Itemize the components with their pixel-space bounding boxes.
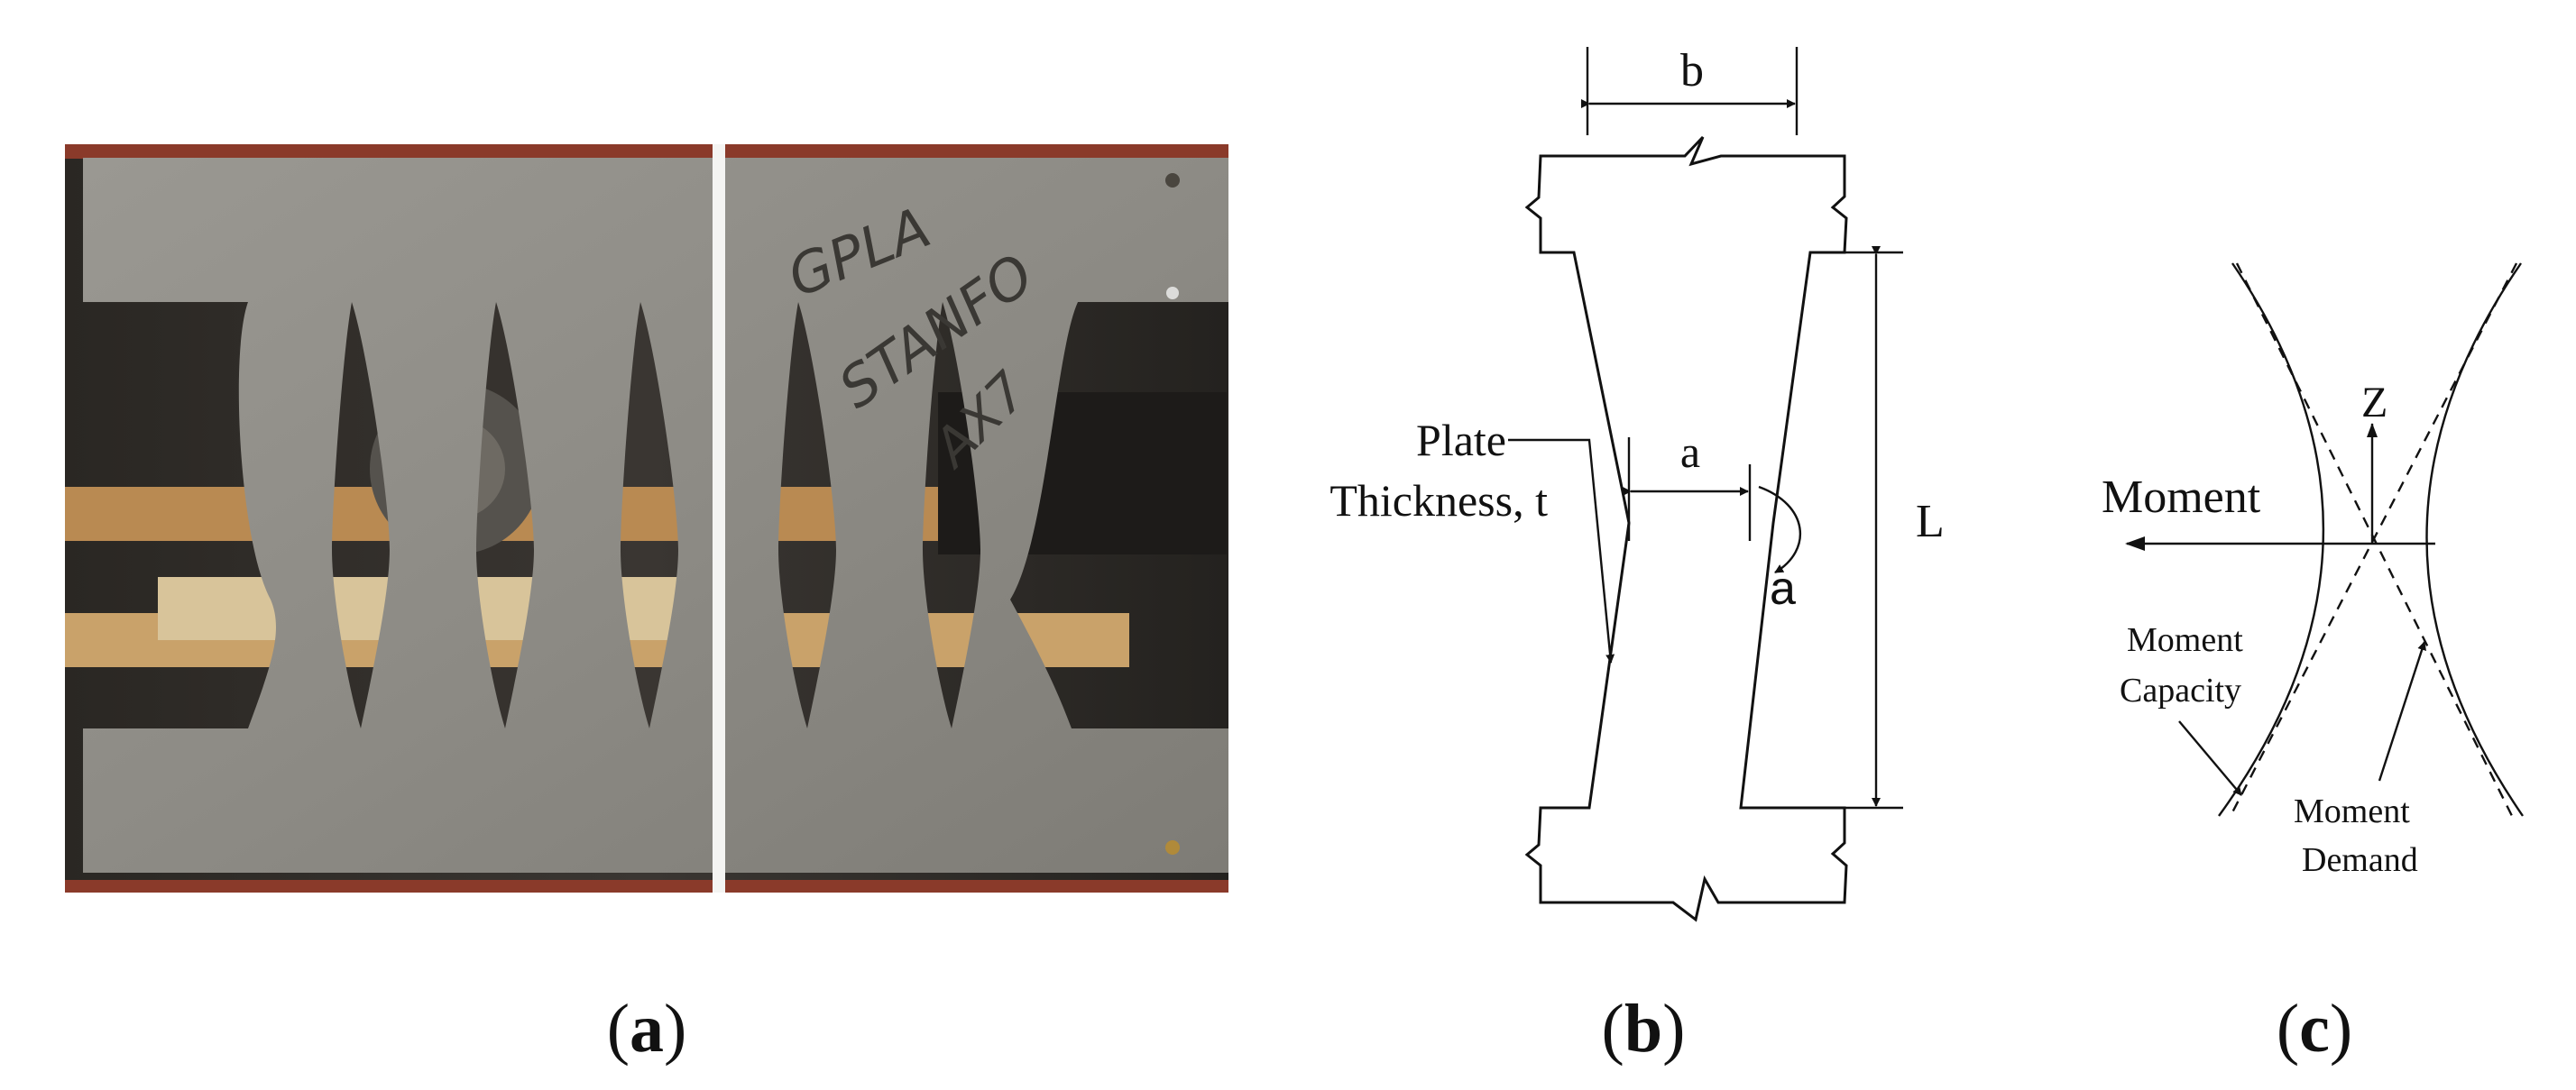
- label-demand-line-2: Demand: [2302, 841, 2418, 879]
- capacity-leader: [2178, 720, 2242, 796]
- thickness-leader: [1508, 438, 1615, 664]
- label-capacity-line-1: Moment: [2127, 621, 2243, 659]
- panel-c-moment-diagram: Z Moment Moment Capacity Moment Demand: [2102, 262, 2524, 879]
- label-moment: Moment: [2102, 472, 2261, 523]
- panel-b-schematic: b a a L Plate Thickness, t: [1329, 45, 1945, 922]
- caption-b: (b): [1602, 991, 1686, 1067]
- label-a-angle: a: [1770, 563, 1796, 615]
- label-a-width: a: [1680, 426, 1700, 477]
- bolt-top-right: [1165, 173, 1180, 188]
- label-thickness: Thickness, t: [1329, 475, 1548, 526]
- angle-arc: [1758, 485, 1802, 574]
- label-b: b: [1680, 45, 1704, 96]
- label-plate: Plate: [1416, 415, 1506, 465]
- panel-a-photo: GPLA STANFO AX7: [65, 144, 1228, 893]
- label-z: Z: [2361, 379, 2387, 426]
- caption-a: (a): [607, 991, 687, 1067]
- label-demand-line-1: Moment: [2294, 792, 2410, 830]
- capacity-curve-left: [2218, 262, 2325, 817]
- label-L: L: [1916, 496, 1945, 547]
- demand-line-2: [2229, 262, 2518, 817]
- plate-seam: [713, 144, 725, 893]
- caption-c: (c): [2277, 991, 2352, 1067]
- steel-plate: [83, 158, 1228, 873]
- label-capacity-line-2: Capacity: [2120, 672, 2241, 710]
- bolt-bottom-right: [1165, 840, 1180, 855]
- demand-leader: [2378, 641, 2426, 782]
- capacity-curve-right: [2425, 262, 2524, 817]
- bolt-mid-right: [1166, 287, 1179, 299]
- plate-outline: [1524, 135, 1848, 922]
